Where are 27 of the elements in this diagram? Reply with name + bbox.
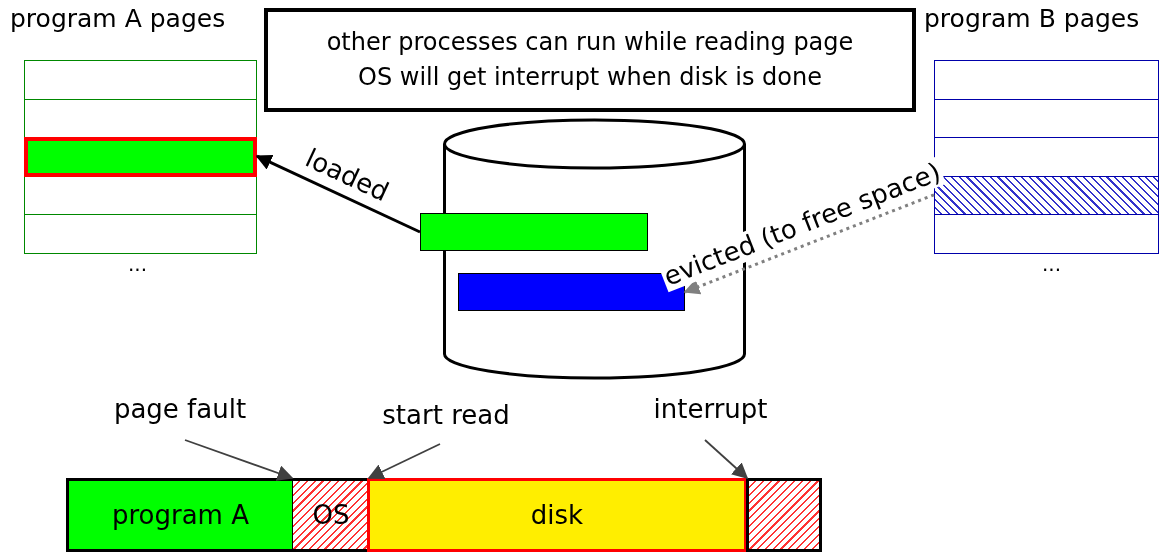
group-title: program A pages xyxy=(10,4,226,33)
annotation-text: interrupt xyxy=(638,392,783,426)
leader-line xyxy=(704,439,749,480)
leader-line xyxy=(367,443,441,479)
timeline-segment: program A xyxy=(66,478,293,552)
timeline-segment: disk xyxy=(367,478,747,552)
annotation-text: page fault xyxy=(100,392,260,426)
page-slot xyxy=(24,98,257,139)
timeline-segment xyxy=(746,478,822,552)
group-title: program B pages xyxy=(924,4,1140,33)
page-slot xyxy=(24,214,257,254)
page-slot xyxy=(934,98,1159,139)
page-slot xyxy=(934,214,1159,254)
page-block xyxy=(420,213,648,251)
page-slot xyxy=(24,137,257,177)
annotation-text: start read xyxy=(366,398,526,432)
page-slot xyxy=(24,60,257,100)
page-slot xyxy=(934,60,1159,100)
callout-box xyxy=(264,8,916,112)
leader-line xyxy=(184,439,294,481)
callout-text: OS will get interrupt when disk is done xyxy=(358,62,822,93)
ellipsis-text: ... xyxy=(128,252,148,276)
callout-text: other processes can run while reading page xyxy=(326,27,854,59)
ellipsis-text: ... xyxy=(1042,252,1062,276)
arrow xyxy=(683,193,935,295)
page-slot xyxy=(24,175,257,216)
arrow xyxy=(255,154,421,234)
